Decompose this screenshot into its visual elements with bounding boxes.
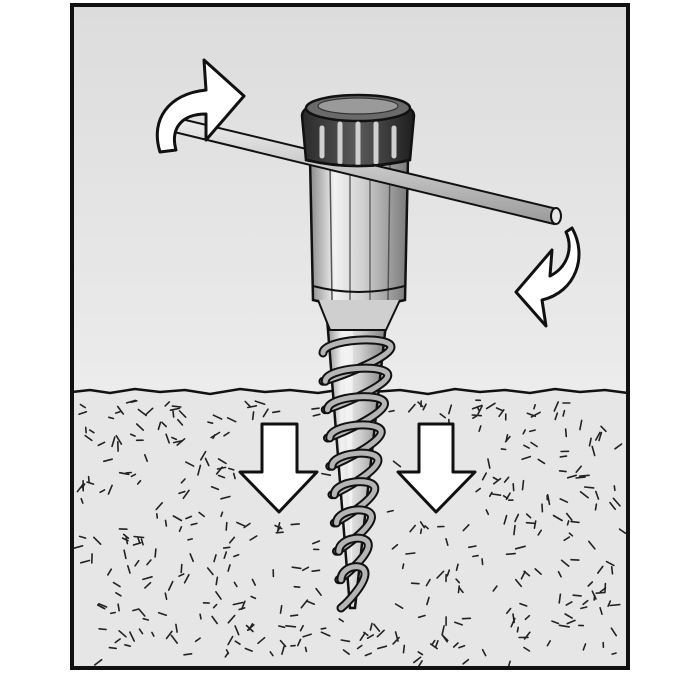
screw-thread [318, 335, 396, 613]
anchor-screw [318, 303, 396, 613]
down-arrow-icon [238, 422, 319, 514]
anchor-body [308, 156, 410, 331]
curved-rotate-arrow-icon [155, 58, 246, 154]
soil-texture [73, 399, 627, 668]
down-arrow-icon [396, 422, 477, 514]
frame-border [70, 3, 630, 670]
screw-shaft-highlight [342, 310, 353, 590]
anchor-cap [300, 93, 416, 168]
curved-rotate-arrow-icon [514, 226, 581, 328]
